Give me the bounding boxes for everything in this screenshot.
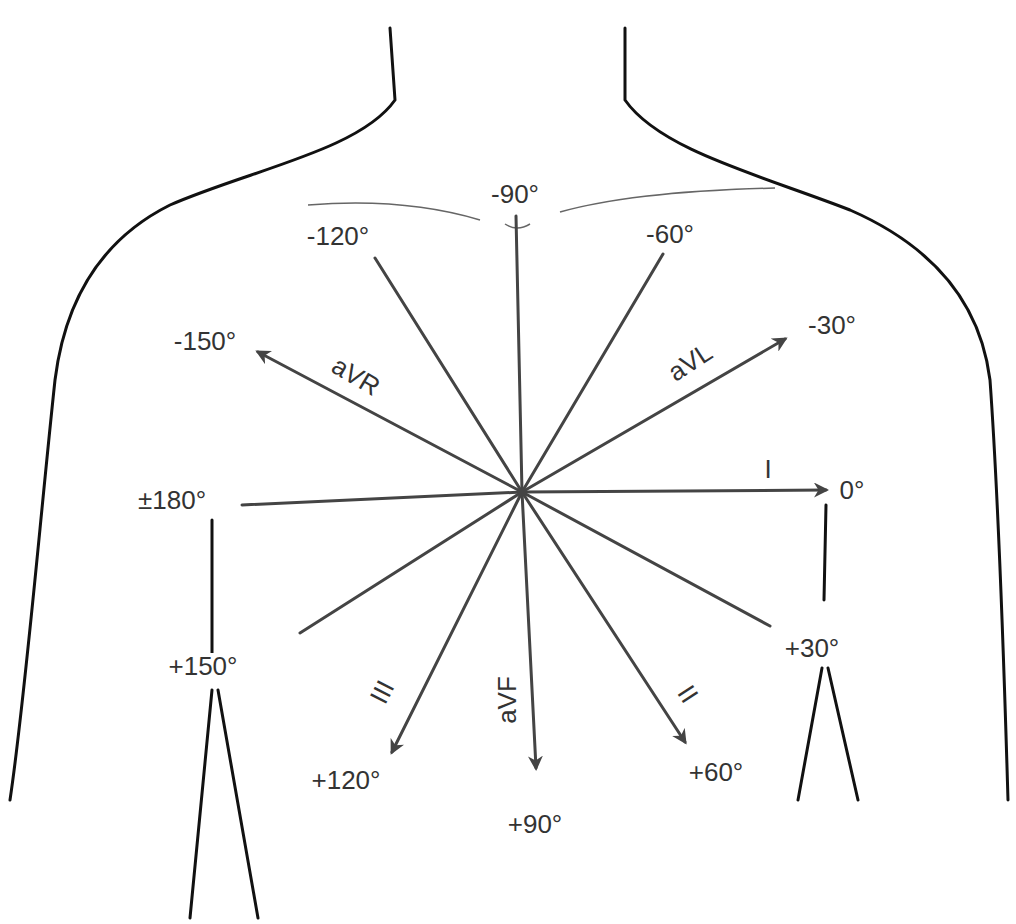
minus-90-axis <box>516 216 522 492</box>
lead-avl-axis <box>522 339 785 492</box>
minus-60-axis <box>522 254 663 492</box>
angle-label: +120° <box>310 767 383 793</box>
clavicle-lines <box>308 188 775 228</box>
angle-label: +60° <box>687 759 746 785</box>
angle-label: ±180° <box>136 487 208 513</box>
angle-label: +30° <box>783 635 842 661</box>
angle-label: -30° <box>806 312 858 338</box>
lead-ii-axis <box>522 492 685 742</box>
angle-label: -90° <box>489 181 541 207</box>
plus-150-axis <box>300 492 522 633</box>
angle-label: 0° <box>838 477 867 503</box>
left-clavicle <box>308 203 480 220</box>
right-clavicle <box>560 188 775 212</box>
angle-label: -120° <box>305 223 371 249</box>
left-body-line <box>10 28 395 800</box>
angle-label: -150° <box>172 328 238 354</box>
lead-i-axis <box>522 490 826 492</box>
lead-label: aVL <box>662 337 718 386</box>
angle-label: -60° <box>644 221 696 247</box>
lead-label: III <box>365 675 400 710</box>
right-body-line <box>625 28 1008 800</box>
lead-label: aVF <box>494 674 520 726</box>
lead-iii-axis <box>392 492 522 752</box>
lead-label: aVR <box>326 351 386 401</box>
angle-label: +150° <box>167 653 240 679</box>
lead-label: I <box>762 456 773 482</box>
angle-label: +90° <box>506 811 565 837</box>
axis-180 <box>242 492 522 505</box>
lead-avr-axis <box>258 352 522 492</box>
lead-avf-axis <box>522 492 536 768</box>
minus-120-axis <box>375 258 522 492</box>
body-outline <box>10 28 1008 918</box>
plus-30-axis <box>522 492 770 626</box>
center-dot <box>518 488 526 496</box>
axis-lines <box>242 216 826 768</box>
lead-label: II <box>672 679 704 709</box>
left-arm-line <box>190 520 258 918</box>
